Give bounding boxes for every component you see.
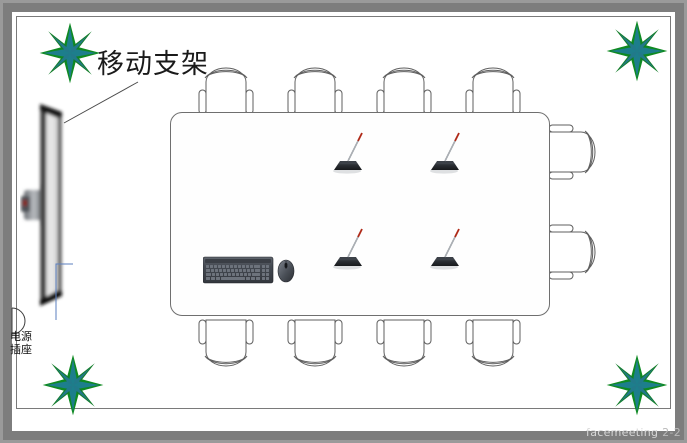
- chair-bottom-1: [194, 316, 258, 372]
- chair-bottom-2: [283, 316, 347, 372]
- chair-bottom-3: [372, 316, 436, 372]
- chair-top-2: [283, 62, 347, 118]
- room-floor: [16, 16, 671, 409]
- watermark-text: facemeeting: [586, 426, 659, 439]
- label-mobile-stand: 移动支架: [97, 49, 209, 80]
- chair-right-2: [545, 220, 601, 284]
- chair-bottom-4: [461, 316, 525, 372]
- leader-line-mobile-stand: [63, 81, 139, 124]
- power-socket-symbol: [11, 307, 26, 335]
- watermark: facemeeting 2-2: [586, 426, 681, 439]
- mouse-icon: [277, 259, 295, 283]
- plant-icon-top-left: [37, 20, 103, 86]
- chair-top-3: [372, 62, 436, 118]
- microphone-3: [327, 227, 369, 271]
- microphone-1: [327, 131, 369, 175]
- plant-icon-bottom-left: [40, 352, 106, 418]
- microphone-4: [424, 227, 466, 271]
- keyboard-and-mouse: [202, 255, 298, 285]
- plant-icon-top-right: [604, 18, 670, 84]
- microphone-2: [424, 131, 466, 175]
- watermark-page: 2-2: [662, 426, 681, 439]
- plant-icon-bottom-right: [604, 352, 670, 418]
- label-power-socket-line1: 电源: [10, 330, 32, 343]
- mobile-display-screen: [20, 98, 82, 312]
- label-power-socket-line2: 插座: [10, 343, 32, 356]
- chair-top-1: [194, 62, 258, 118]
- chair-top-4: [461, 62, 525, 118]
- label-power-socket: 电源 插座: [10, 330, 44, 356]
- chair-right-1: [545, 120, 601, 184]
- power-socket-wire: [55, 263, 73, 320]
